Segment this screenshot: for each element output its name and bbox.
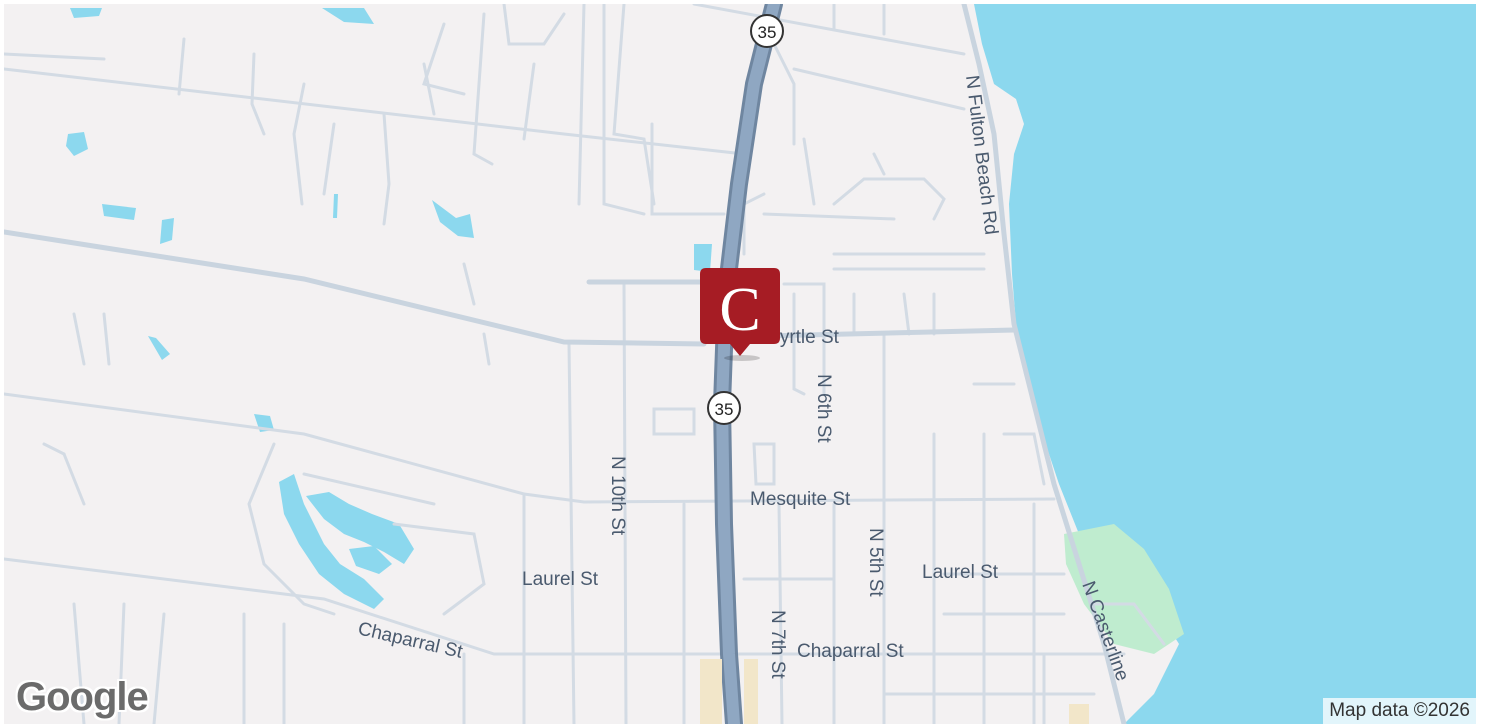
street-label-chaparral-east: Chaparral St xyxy=(797,641,904,662)
bay-water xyxy=(974,4,1476,724)
svg-text:35: 35 xyxy=(758,23,777,42)
highway-shield-south: 35 xyxy=(707,391,741,425)
location-pin-marker[interactable]: C xyxy=(700,268,780,362)
street-label-n5th: N 5th St xyxy=(865,528,886,597)
map-layer: Myrtle St Mesquite St Laurel St Laurel S… xyxy=(4,4,1476,724)
highway-shield-north: 35 xyxy=(750,14,784,48)
park-area xyxy=(1064,524,1184,654)
map-attribution[interactable]: Map data ©2026 xyxy=(1323,698,1476,724)
street-label-chaparral-west: Chaparral St xyxy=(356,618,465,663)
marker-letter: C xyxy=(719,276,760,344)
street-label-n10th: N 10th St xyxy=(607,456,628,536)
map-canvas[interactable]: Myrtle St Mesquite St Laurel St Laurel S… xyxy=(4,4,1476,724)
street-label-myrtle: Myrtle St xyxy=(764,327,840,348)
svg-text:35: 35 xyxy=(715,400,734,419)
building-lots xyxy=(700,659,1089,724)
minor-roads xyxy=(4,4,1166,724)
collector-roads xyxy=(4,4,1127,724)
location-pin-icon: C xyxy=(700,268,780,361)
highway-35 xyxy=(715,4,780,724)
street-label-laurel-east: Laurel St xyxy=(922,562,999,583)
street-label-mesquite: Mesquite St xyxy=(750,489,851,510)
google-logo[interactable]: Google xyxy=(16,675,149,719)
street-label-n6th: N 6th St xyxy=(813,374,834,443)
street-label-laurel-west: Laurel St xyxy=(522,569,599,590)
street-label-n7th: N 7th St xyxy=(767,610,788,679)
